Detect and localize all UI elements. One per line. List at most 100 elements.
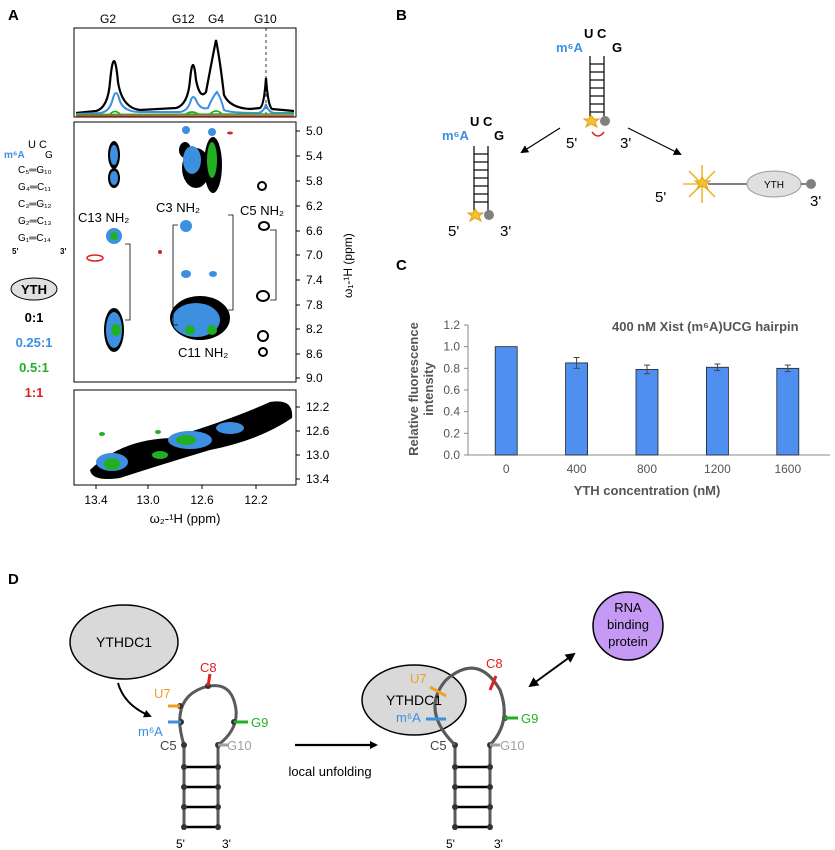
y-tick: 7.0	[306, 248, 323, 262]
hairpin-3prime: 3'	[60, 247, 66, 256]
d-right-u7-mark	[429, 685, 447, 698]
d-right-g9: G9	[521, 711, 538, 726]
legend-ratio-05-1: 0.5:1	[19, 360, 49, 375]
b-left-stem	[473, 146, 489, 212]
y-tick: 8.6	[306, 347, 323, 361]
chart-bar	[565, 362, 588, 456]
noesy-bottom-frame	[73, 389, 297, 486]
chart-title: 400 nM Xist (m⁶A)UCG hairpin	[612, 319, 799, 334]
chart-x-tick-label: 1600	[774, 462, 801, 476]
y-tick: 5.0	[306, 124, 323, 138]
x-tick: 12.6	[190, 493, 214, 507]
d-left-g10: G10	[227, 738, 252, 753]
chart-bars	[494, 346, 800, 456]
b-quench-arrow	[591, 131, 605, 137]
nh2-label-c3: C3 NH₂	[156, 200, 200, 215]
b-top-fluorophore	[582, 114, 601, 129]
hairpin-5prime: 5'	[12, 247, 18, 256]
nh2-label-c11: C11 NH₂	[178, 345, 228, 360]
d-right-g10: G10	[500, 738, 525, 753]
b-top-3prime: 3'	[620, 135, 631, 152]
hairpin-pair: C₃═G₁₂	[18, 199, 52, 210]
chart-bar	[776, 367, 800, 456]
y-tick: 12.2	[306, 400, 330, 414]
b-top-stem	[589, 56, 605, 118]
d-ythdc1-left-label: YTHDC1	[96, 634, 152, 650]
b-right-fluorophore	[693, 176, 712, 191]
peak-label-g10: G10	[254, 12, 277, 26]
d-right-m6a: m⁶A	[396, 710, 421, 725]
b-left-loop: U C	[470, 114, 493, 129]
yth-legend-ellipse	[10, 277, 58, 301]
b-right-5prime: 5'	[655, 189, 666, 206]
y-tick: 7.4	[306, 273, 323, 287]
chart-y-tick-label: 0.0	[443, 448, 460, 462]
chart-bar	[706, 366, 729, 456]
b-top-m6a: m⁶A	[556, 40, 584, 55]
d-binding-arrow	[117, 682, 152, 718]
c13-bracket	[125, 243, 131, 321]
d-right-loop-overlay	[433, 666, 506, 747]
x-tick: 12.2	[244, 493, 268, 507]
d-left-c5: C5	[160, 738, 177, 753]
panel-b: U C m⁶A G 5' 3' U C m⁶A G	[442, 26, 821, 240]
b-left-m6a: m⁶A	[442, 128, 470, 143]
panel-label-c: C	[396, 257, 407, 274]
chart-y-tick-label: 0.4	[443, 405, 460, 419]
peak-label-g4: G4	[208, 12, 224, 26]
b-left-fluorophore	[466, 208, 485, 223]
y-tick: 6.2	[306, 199, 323, 213]
x-tick: 13.0	[136, 493, 160, 507]
chart-y-tick-label: 1.0	[443, 340, 460, 354]
chart-y-tick-label: 0.6	[443, 383, 460, 397]
d-right-3prime: 3'	[494, 837, 503, 850]
b-right-3prime: 3'	[810, 193, 821, 210]
hairpin-g: G	[45, 150, 53, 161]
b-top-quencher	[600, 116, 610, 126]
chart-x-axis-label: YTH concentration (nM)	[574, 483, 721, 498]
spectrum-trace-025-1	[75, 90, 294, 115]
chart-x-tick-label: 1200	[704, 462, 731, 476]
chart-y-tick-label: 0.8	[443, 361, 460, 375]
d-rbp-line1: RNA	[614, 600, 642, 615]
b-top-g: G	[612, 40, 622, 55]
c5-bracket	[270, 229, 277, 301]
x-tick: 13.4	[84, 493, 108, 507]
chart-x-tick-label: 0	[503, 462, 510, 476]
d-right-5prime: 5'	[446, 837, 455, 850]
bar-chart-c: 400 nM Xist (m⁶A)UCG hairpin Relative fl…	[406, 318, 830, 498]
d-rbp-line2: binding	[607, 617, 649, 632]
d-right-c5: C5	[430, 738, 447, 753]
chart-y-tick-label: 1.2	[443, 318, 460, 332]
d-left-c8: C8	[200, 660, 217, 675]
panel-a: G2 G12 G4 G10	[4, 12, 355, 526]
d-unfolding-label: local unfolding	[288, 764, 371, 779]
yth-legend-label: YTH	[21, 282, 47, 297]
c11-bracket	[228, 214, 234, 311]
chart-y-axis-label: Relative fluorescenceintensity	[406, 322, 436, 456]
ratio-legend: YTH 0:1 0.25:1 0.5:1 1:1	[10, 277, 58, 400]
hairpin-pair: G₂═C₁₃	[18, 216, 51, 227]
legend-ratio-0-1: 0:1	[25, 310, 44, 325]
b-left-5prime: 5'	[448, 223, 459, 240]
right-axis-bottom: 12.2 12.6 13.0 13.4	[296, 400, 330, 486]
d-right-u7: U7	[410, 671, 427, 686]
d-ythdc1-left	[69, 604, 179, 680]
noesy-bottom-contours	[90, 401, 293, 479]
y-tick: 13.0	[306, 448, 330, 462]
b-yth-label: YTH	[764, 180, 784, 191]
y-axis-label: ω₁-¹H (ppm)	[341, 233, 355, 298]
b-top-5prime: 5'	[566, 135, 577, 152]
nh2-label-c13: C13 NH₂	[78, 210, 129, 225]
spectrum-trace-0-1	[75, 39, 295, 115]
hairpin-pair: G₄═C₁₁	[18, 182, 52, 193]
noesy-top-frame	[73, 121, 297, 383]
chart-bar	[635, 369, 659, 456]
y-tick: 5.8	[306, 174, 323, 188]
noesy-top-contours	[86, 126, 270, 357]
d-rbp-circle	[592, 591, 664, 661]
d-rbp-arrow	[528, 652, 576, 688]
hairpin-m6a: m⁶A	[4, 150, 25, 161]
